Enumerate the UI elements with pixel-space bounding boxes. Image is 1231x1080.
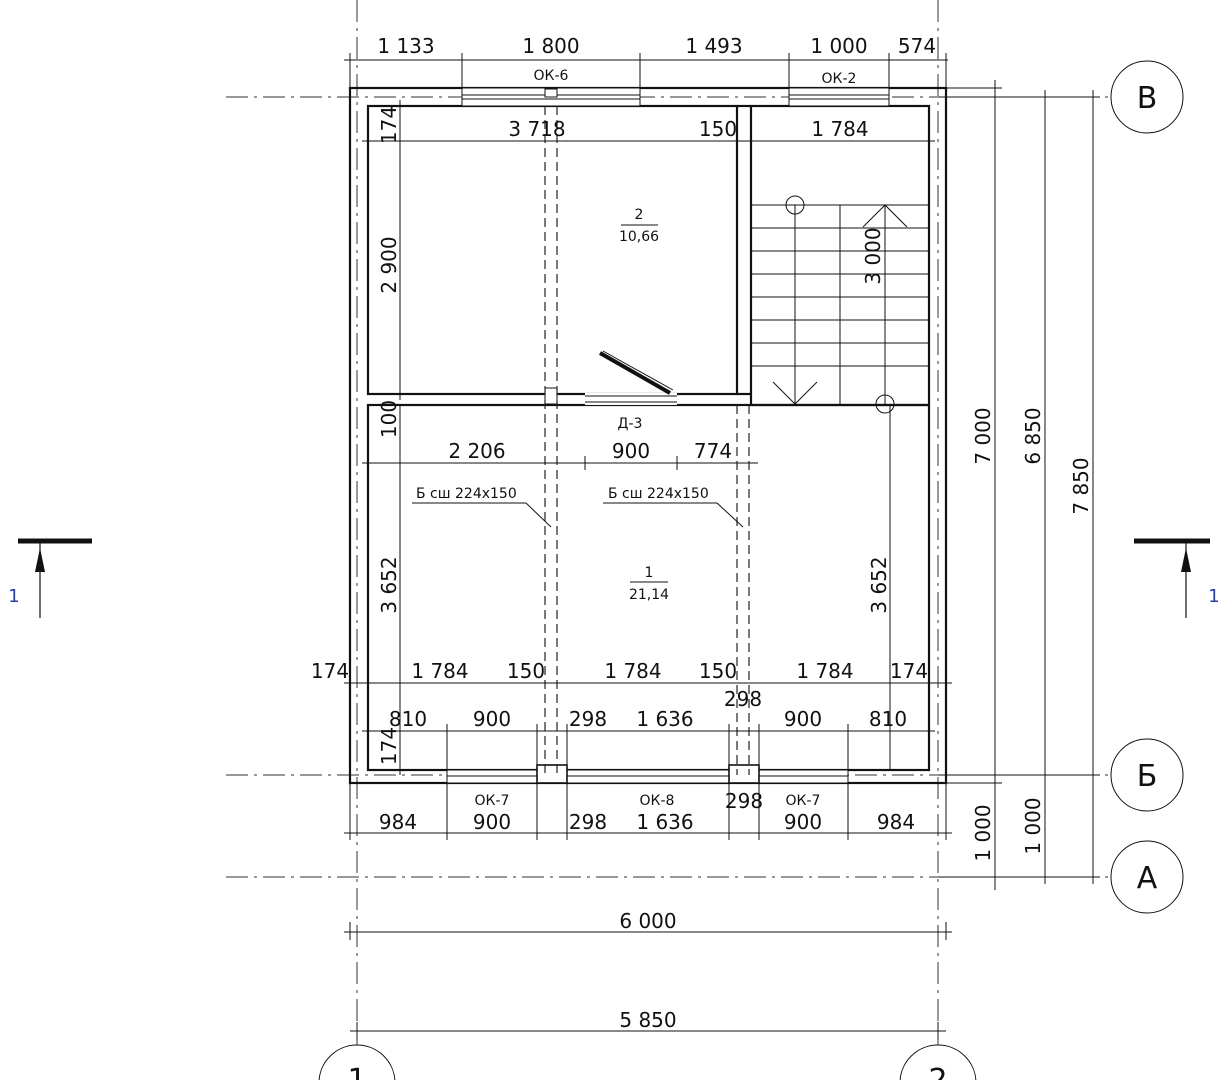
axis-label-a: А [1137,861,1158,896]
dim-room1-v-right: 3 652 [867,556,891,613]
dim-wall-100: 100 [377,400,401,438]
dim-bottom-1636: 1 636 [636,810,693,834]
beam-callout-left-label: Б сш 224х150 [416,486,517,502]
dim-row-b-298: 298 [569,707,607,731]
dim-row-a-1784-1: 1 784 [411,659,468,683]
dim-chain-row-b: 810 900 298 1 636 900 810 174 [362,707,935,770]
section-mark-right: 1 [1134,538,1220,618]
dim-room1-v-left: 3 652 [377,556,401,613]
dim-bottom-298-upper: 298 [725,789,763,813]
door-d3-label: Д-3 [618,416,643,432]
dim-top-1800: 1 800 [522,34,579,58]
window-ok7-left-label: ОК-7 [475,793,510,809]
room-1-number: 1 [645,565,654,581]
room-1-area: 21,14 [629,587,669,603]
window-ok8-label: ОК-8 [640,793,675,809]
axis-lines [226,0,1110,1045]
section-mark-left-label: 1 [8,586,19,607]
dim-door-900: 900 [612,439,650,463]
axis-label-v: В [1137,81,1158,116]
dim-top-1000: 1 000 [810,34,867,58]
room-2-number: 2 [635,207,644,223]
window-ok2: ОК-2 [788,71,890,107]
dim-row-b-900-left: 900 [473,707,511,731]
dim-row-b-810-right: 810 [869,707,907,731]
dim-stair-3000: 3 000 [861,227,885,284]
dim-row-a-1784-2: 1 784 [604,659,661,683]
window-ok2-label: ОК-2 [822,71,857,87]
dim-chain-top: 1 133 1 800 1 493 1 000 574 [344,34,948,90]
stair: 3 000 [751,195,929,414]
window-ok7-right-label: ОК-7 [786,793,821,809]
dim-row-b-v-174: 174 [377,727,401,765]
dim-row-b-900-right: 900 [784,707,822,731]
section-mark-right-label: 1 [1208,586,1219,607]
dim-row-b-1636: 1 636 [636,707,693,731]
window-ok7-right: ОК-7 [758,769,849,809]
section-mark-left: 1 [8,538,92,618]
beam-callout-right-label: Б сш 224х150 [608,486,709,502]
axis-bubble-1: 1 [318,1044,396,1080]
dim-room2-150: 150 [699,117,737,141]
dim-row-a-150-1: 150 [507,659,545,683]
dim-chain-right: 7 000 6 850 7 850 1 000 1 000 [938,80,1100,890]
dim-top-1133: 1 133 [377,34,434,58]
dim-row-a-174-left: 174 [311,659,349,683]
room-1: 1 21,14 [629,565,669,603]
dim-row-a-150-2: 150 [699,659,737,683]
dim-right-1000-inner: 1 000 [971,804,995,861]
window-ok6-label: ОК-6 [534,68,569,84]
beam-callout-right: Б сш 224х150 [603,486,744,528]
dim-right-6850: 6 850 [1021,407,1045,464]
dim-room2-v-2900: 2 900 [377,236,401,293]
room-2: 2 10,66 [619,207,659,245]
hidden-beams [544,106,750,775]
dim-top-574: 574 [898,34,936,58]
dim-chain-row-a: 174 1 784 150 1 784 150 1 784 174 298 [311,659,952,711]
dim-right-7850: 7 850 [1069,457,1093,514]
dim-door-2206: 2 206 [448,439,505,463]
dim-right-7000: 7 000 [971,407,995,464]
door-d3: Д-3 [544,350,677,432]
dim-bottom-298: 298 [569,810,607,834]
dim-room1-v: 3 652 3 652 [377,405,891,775]
axis-bubble-v: В [1110,60,1184,134]
dim-total-6000: 6 000 [344,909,952,940]
axis-bubble-a: А [1110,840,1184,914]
window-ok7-left: ОК-7 [446,769,538,809]
axis-label-b: Б [1137,759,1158,794]
dim-room2-3718: 3 718 [508,117,565,141]
dim-bottom-984-left: 984 [379,810,417,834]
window-ok8: ОК-8 [566,769,730,809]
dim-total-5850-label: 5 850 [619,1008,676,1032]
dim-right-1000-outer: 1 000 [1021,797,1045,854]
dim-door-774: 774 [694,439,732,463]
dim-chain-door: 2 206 900 774 [362,439,758,470]
axis-bubble-b: Б [1110,738,1184,812]
dim-bottom-900-right: 900 [784,810,822,834]
dim-row-a-1784-3: 1 784 [796,659,853,683]
dim-total-5850: 5 850 [350,1008,946,1040]
dim-row-a-174-right: 174 [890,659,928,683]
dim-chain-room2-top: 3 718 150 1 784 [362,117,935,142]
dim-room2-v-174: 174 [377,106,401,144]
axis-label-2: 2 [928,1063,947,1080]
dim-bottom-984-right: 984 [877,810,915,834]
dim-bottom-900-left: 900 [473,810,511,834]
beam-callout-left: Б сш 224х150 [412,486,552,528]
window-ok6: ОК-6 [461,68,641,107]
room-2-area: 10,66 [619,229,659,245]
axis-bubble-2: 2 [899,1044,977,1080]
dim-chain-bottom: 298 984 900 298 1 636 900 984 [344,783,952,840]
dim-chain-room2-v: 174 2 900 100 [377,100,401,438]
dim-total-6000-label: 6 000 [619,909,676,933]
dim-row-b-810-left: 810 [389,707,427,731]
dim-row-a-298: 298 [724,687,762,711]
dim-room2-1784: 1 784 [811,117,868,141]
axis-label-1: 1 [347,1063,366,1080]
dim-top-1493: 1 493 [685,34,742,58]
